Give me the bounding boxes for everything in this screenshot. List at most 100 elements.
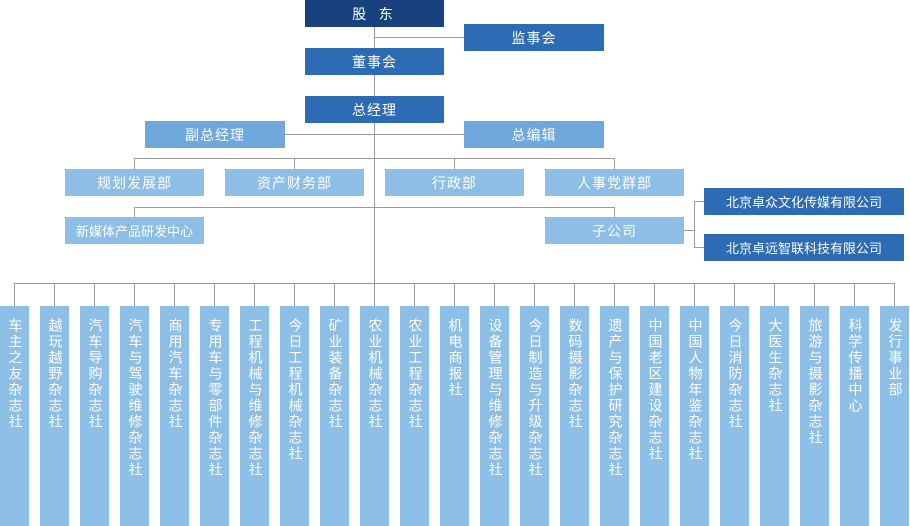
unit-label: 越玩越野杂志社 bbox=[46, 318, 63, 430]
unit-box: 机电商报社 bbox=[440, 306, 469, 526]
unit-drop-line bbox=[654, 283, 655, 306]
dept-planning-box: 规划发展部 bbox=[65, 169, 204, 196]
unit-label: 发行事业部 bbox=[886, 318, 903, 398]
unit-label: 专用车与零部件杂志社 bbox=[206, 318, 223, 478]
second-row-bar bbox=[134, 207, 615, 208]
unit-box: 大医生杂志社 bbox=[760, 306, 789, 526]
subsidiary-zhuoyuan-box: 北京卓远智联科技有限公司 bbox=[704, 234, 904, 261]
unit-label: 遗产与保护研究杂志社 bbox=[606, 318, 623, 478]
general-manager-box: 总经理 bbox=[305, 96, 444, 123]
supervisory-board-label: 监事会 bbox=[511, 30, 557, 47]
unit-drop-line bbox=[854, 283, 855, 306]
unit-drop-line bbox=[294, 283, 295, 306]
unit-box: 设备管理与维修杂志社 bbox=[480, 306, 509, 526]
unit-box: 旅游与摄影杂志社 bbox=[800, 306, 829, 526]
unit-label: 汽车与驾驶维修杂志社 bbox=[126, 318, 143, 478]
unit-label: 旅游与摄影杂志社 bbox=[806, 318, 823, 446]
unit-box: 农业机械杂志社 bbox=[360, 306, 389, 526]
unit-label: 今日工程机械杂志社 bbox=[286, 318, 303, 462]
board-of-directors-box: 董事会 bbox=[305, 48, 444, 75]
unit-label: 设备管理与维修杂志社 bbox=[486, 318, 503, 478]
unit-box: 今日工程机械杂志社 bbox=[280, 306, 309, 526]
new-media-center-box: 新媒体产品研发中心 bbox=[65, 217, 204, 244]
unit-label: 数码摄影杂志社 bbox=[566, 318, 583, 430]
unit-box: 中国老区建设杂志社 bbox=[640, 306, 669, 526]
unit-label: 大医生杂志社 bbox=[766, 318, 783, 414]
unit-drop-line bbox=[54, 283, 55, 306]
unit-drop-line bbox=[94, 283, 95, 306]
departments-bar bbox=[134, 158, 615, 159]
dept-admin-label: 行政部 bbox=[432, 175, 477, 192]
unit-drop-line bbox=[334, 283, 335, 306]
board-of-directors-label: 董事会 bbox=[352, 54, 397, 71]
unit-box: 车主之友杂志社 bbox=[0, 306, 29, 526]
subsidiary-zhuozhong-box: 北京卓众文化传媒有限公司 bbox=[704, 188, 904, 215]
unit-label: 中国人物年鉴杂志社 bbox=[686, 318, 703, 462]
dept-finance-box: 资产财务部 bbox=[225, 169, 364, 196]
unit-box: 专用车与零部件杂志社 bbox=[200, 306, 229, 526]
unit-drop-line bbox=[574, 283, 575, 306]
new-media-center-label: 新媒体产品研发中心 bbox=[75, 225, 193, 240]
unit-box: 今日制造与升级杂志社 bbox=[520, 306, 549, 526]
unit-drop-line bbox=[254, 283, 255, 306]
unit-box: 汽车与驾驶维修杂志社 bbox=[120, 306, 149, 526]
unit-box: 发行事业部 bbox=[880, 306, 909, 526]
general-manager-label: 总经理 bbox=[352, 102, 397, 119]
unit-label: 工程机械与维修杂志社 bbox=[246, 318, 263, 478]
unit-drop-line bbox=[774, 283, 775, 306]
dept-hr-label: 人事党群部 bbox=[577, 175, 652, 192]
unit-box: 科学传播中心 bbox=[840, 306, 869, 526]
unit-label: 汽车导购杂志社 bbox=[86, 318, 103, 430]
main-trunk-line bbox=[374, 27, 375, 283]
shareholders-box: 股 东 bbox=[305, 0, 444, 27]
unit-box: 中国人物年鉴杂志社 bbox=[680, 306, 709, 526]
dept-finance-label: 资产财务部 bbox=[257, 175, 332, 192]
unit-box: 数码摄影杂志社 bbox=[560, 306, 589, 526]
unit-drop-line bbox=[894, 283, 895, 306]
unit-label: 车主之友杂志社 bbox=[6, 318, 23, 430]
dept-drop-3 bbox=[454, 158, 455, 169]
subsidiary-branch bbox=[684, 230, 694, 231]
subsidiary-branch-vertical bbox=[694, 201, 695, 247]
unit-label: 农业工程杂志社 bbox=[406, 318, 423, 430]
unit-drop-line bbox=[214, 283, 215, 306]
unit-box: 农业工程杂志社 bbox=[400, 306, 429, 526]
subsidiary-label: 子公司 bbox=[592, 223, 637, 240]
unit-drop-line bbox=[734, 283, 735, 306]
dept-drop-4 bbox=[614, 158, 615, 169]
unit-drop-line bbox=[614, 283, 615, 306]
deputy-gm-box: 副总经理 bbox=[145, 121, 285, 148]
subsidiary-zhuozhong-label: 北京卓众文化传媒有限公司 bbox=[725, 196, 882, 211]
unit-label: 今日制造与升级杂志社 bbox=[526, 318, 543, 478]
subsidiary-zhuoyuan-label: 北京卓远智联科技有限公司 bbox=[725, 242, 882, 257]
chief-editor-label: 总编辑 bbox=[511, 127, 557, 144]
unit-drop-line bbox=[494, 283, 495, 306]
unit-box: 工程机械与维修杂志社 bbox=[240, 306, 269, 526]
unit-box: 今日消防杂志社 bbox=[720, 306, 749, 526]
unit-drop-line bbox=[814, 283, 815, 306]
unit-drop-line bbox=[534, 283, 535, 306]
dept-drop-2 bbox=[294, 158, 295, 169]
management-bar bbox=[285, 134, 464, 135]
unit-label: 机电商报社 bbox=[446, 318, 463, 398]
dept-drop-1 bbox=[134, 158, 135, 169]
unit-drop-line bbox=[374, 283, 375, 306]
dept-admin-box: 行政部 bbox=[385, 169, 524, 196]
subsidiary-drop bbox=[614, 207, 615, 217]
unit-label: 商用汽车杂志社 bbox=[166, 318, 183, 430]
unit-drop-line bbox=[14, 283, 15, 306]
unit-box: 遗产与保护研究杂志社 bbox=[600, 306, 629, 526]
new-media-drop bbox=[134, 207, 135, 217]
chief-editor-box: 总编辑 bbox=[464, 121, 604, 148]
unit-box: 矿业装备杂志社 bbox=[320, 306, 349, 526]
unit-label: 矿业装备杂志社 bbox=[326, 318, 343, 430]
dept-planning-label: 规划发展部 bbox=[97, 175, 172, 192]
unit-drop-line bbox=[694, 283, 695, 306]
unit-drop-line bbox=[414, 283, 415, 306]
unit-label: 农业机械杂志社 bbox=[366, 318, 383, 430]
supervisory-board-box: 监事会 bbox=[464, 24, 604, 51]
dept-hr-box: 人事党群部 bbox=[545, 169, 684, 196]
unit-label: 科学传播中心 bbox=[846, 318, 863, 414]
deputy-gm-label: 副总经理 bbox=[185, 127, 245, 144]
unit-drop-line bbox=[174, 283, 175, 306]
